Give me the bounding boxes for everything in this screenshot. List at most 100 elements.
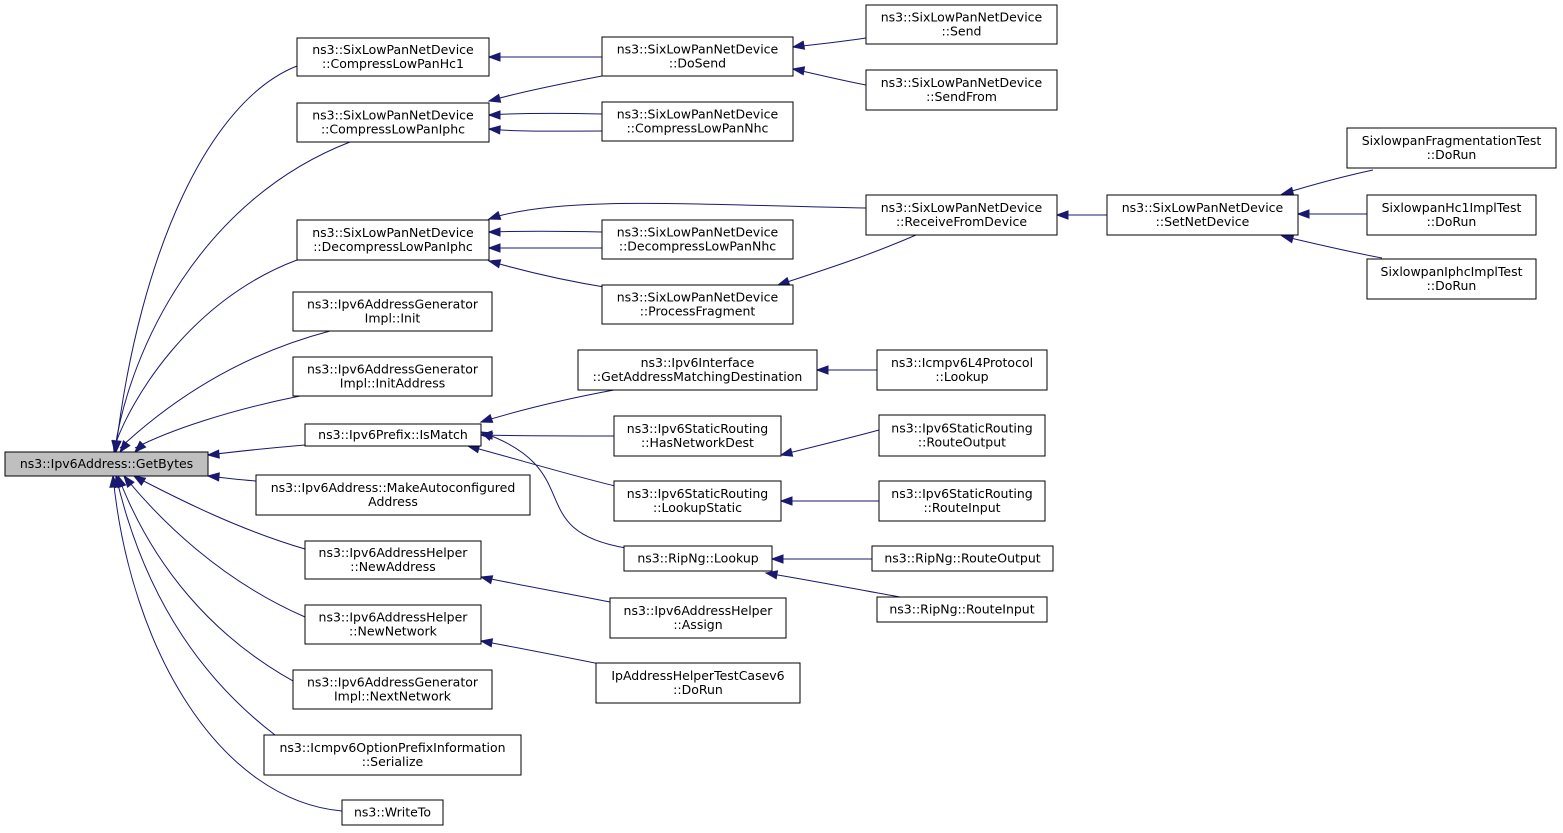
call-edge bbox=[133, 475, 306, 550]
node-box bbox=[613, 415, 782, 457]
node-dec-nhc[interactable]: ns3::SixLowPanNetDevice::DecompressLowPa… bbox=[601, 219, 794, 260]
node-label: ns3::Ipv6AddressGenerator bbox=[307, 675, 479, 690]
call-edge bbox=[488, 75, 603, 102]
arrowhead bbox=[1296, 209, 1310, 219]
node-label: ::GetAddressMatchingDestination bbox=[593, 369, 803, 384]
node-label: ns3::SixLowPanNetDevice bbox=[617, 225, 779, 240]
node-iphctest[interactable]: SixlowpanIphcImplTest::DoRun bbox=[1366, 258, 1537, 300]
node-routeinput-s[interactable]: ns3::Ipv6StaticRouting::RouteInput bbox=[878, 480, 1046, 522]
call-edge bbox=[1281, 235, 1383, 259]
call-edge bbox=[117, 475, 311, 691]
node-ripng-lookup[interactable]: ns3::RipNg::Lookup bbox=[623, 545, 773, 572]
call-edge bbox=[123, 475, 306, 618]
call-edge bbox=[1281, 169, 1374, 195]
node-getaddrmatch[interactable]: ns3::Ipv6Interface::GetAddressMatchingDe… bbox=[577, 349, 818, 391]
node-hasnetdest[interactable]: ns3::Ipv6StaticRouting::HasNetworkDest bbox=[613, 415, 782, 457]
node-sendfrom[interactable]: ns3::SixLowPanNetDevice::SendFrom bbox=[865, 69, 1058, 111]
node-box bbox=[871, 545, 1054, 572]
node-label: ::HasNetworkDest bbox=[641, 435, 754, 450]
arrowhead bbox=[112, 439, 122, 454]
call-edge bbox=[488, 128, 603, 132]
node-label: ns3::Icmpv6L4Protocol bbox=[891, 355, 1033, 370]
call-edge bbox=[115, 475, 276, 736]
node-box bbox=[878, 414, 1046, 457]
node-label: ns3::SixLowPanNetDevice bbox=[1122, 200, 1284, 215]
arrowhead bbox=[487, 259, 502, 269]
arrowhead bbox=[770, 554, 784, 564]
node-box bbox=[601, 284, 794, 325]
node-label: Impl::Init bbox=[365, 311, 421, 326]
node-label: ns3::Ipv6Address::GetBytes bbox=[20, 456, 193, 471]
arrowhead bbox=[133, 440, 147, 454]
node-box bbox=[595, 662, 801, 704]
node-setnetdev[interactable]: ns3::SixLowPanNetDevice::SetNetDevice bbox=[1106, 194, 1299, 236]
node-iphc[interactable]: ns3::SixLowPanNetDevice::CompressLowPanI… bbox=[296, 102, 490, 143]
node-icmp-lookup[interactable]: ns3::Icmpv6L4Protocol::Lookup bbox=[876, 349, 1048, 391]
call-edge bbox=[780, 429, 880, 456]
call-edge bbox=[115, 65, 298, 449]
node-label: ns3::SixLowPanNetDevice bbox=[881, 200, 1043, 215]
arrowhead bbox=[487, 125, 501, 135]
arrowhead bbox=[764, 570, 779, 580]
node-label: ns3::SixLowPanNetDevice bbox=[881, 10, 1043, 25]
arrowhead bbox=[487, 52, 501, 62]
node-recvdev[interactable]: ns3::SixLowPanNetDevice::ReceiveFromDevi… bbox=[865, 194, 1058, 236]
node-label: ::DoRun bbox=[1427, 214, 1477, 229]
call-edge bbox=[480, 576, 611, 603]
node-lookupstatic[interactable]: ns3::Ipv6StaticRouting::LookupStatic bbox=[613, 480, 782, 522]
node-label: ns3::Ipv6StaticRouting bbox=[891, 486, 1032, 501]
node-assign[interactable]: ns3::Ipv6AddressHelper::Assign bbox=[609, 597, 787, 639]
node-box bbox=[601, 36, 794, 77]
node-box bbox=[292, 356, 493, 397]
node-label: ns3::Ipv6Interface bbox=[641, 355, 755, 370]
node-box bbox=[296, 102, 490, 143]
arrowhead bbox=[815, 365, 829, 375]
node-label: ns3::Icmpv6OptionPrefixInformation bbox=[279, 740, 505, 755]
node-send[interactable]: ns3::SixLowPanNetDevice::Send bbox=[865, 4, 1058, 45]
node-label: ns3::RipNg::Lookup bbox=[637, 551, 758, 566]
arrowhead bbox=[487, 210, 502, 220]
node-routeoutput-s[interactable]: ns3::Ipv6StaticRouting::RouteOutput bbox=[878, 414, 1046, 457]
node-dec-iphc[interactable]: ns3::SixLowPanNetDevice::DecompressLowPa… bbox=[296, 219, 490, 261]
node-writeto[interactable]: ns3::WriteTo bbox=[341, 799, 444, 826]
node-box bbox=[1366, 258, 1537, 300]
node-label: Impl::InitAddress bbox=[340, 376, 445, 391]
node-agi-initaddr[interactable]: ns3::Ipv6AddressGeneratorImpl::InitAddre… bbox=[292, 356, 493, 397]
call-edge bbox=[488, 260, 611, 289]
nodes-layer: ns3::Ipv6Address::GetBytes ns3::SixLowPan… bbox=[4, 4, 1557, 826]
node-label: ns3::SixLowPanNetDevice bbox=[617, 42, 779, 57]
node-icmp-serialize[interactable]: ns3::Icmpv6OptionPrefixInformation::Seri… bbox=[263, 734, 522, 776]
node-newnet[interactable]: ns3::Ipv6AddressHelper::NewNetwork bbox=[304, 604, 482, 645]
node-box bbox=[296, 37, 490, 77]
call-edge bbox=[777, 234, 917, 286]
node-procfrag[interactable]: ns3::SixLowPanNetDevice::ProcessFragment bbox=[601, 284, 794, 325]
node-dosend[interactable]: ns3::SixLowPanNetDevice::DoSend bbox=[601, 36, 794, 77]
call-edge bbox=[480, 640, 601, 665]
node-nhc[interactable]: ns3::SixLowPanNetDevice::CompressLowPanN… bbox=[601, 101, 794, 142]
node-label: ns3::Ipv6Address::MakeAutoconfigured bbox=[271, 480, 516, 495]
node-agi-next[interactable]: ns3::Ipv6AddressGeneratorImpl::NextNetwo… bbox=[292, 669, 493, 710]
node-ipaddrtest[interactable]: IpAddressHelperTestCasev6::DoRun bbox=[595, 662, 801, 704]
node-label: ::DoRun bbox=[1427, 147, 1477, 162]
node-newaddr[interactable]: ns3::Ipv6AddressHelper::NewAddress bbox=[304, 540, 482, 580]
node-label: ::RouteInput bbox=[923, 500, 1000, 515]
arrowhead bbox=[119, 439, 131, 454]
node-label: ::ReceiveFromDevice bbox=[896, 214, 1027, 229]
node-hc1[interactable]: ns3::SixLowPanNetDevice::CompressLowPanH… bbox=[296, 37, 490, 77]
node-fragtest[interactable]: SixlowpanFragmentationTest::DoRun bbox=[1346, 127, 1557, 169]
node-ismatch[interactable]: ns3::Ipv6Prefix::IsMatch bbox=[304, 423, 482, 447]
node-getbytes[interactable]: ns3::Ipv6Address::GetBytes bbox=[4, 451, 209, 477]
call-edge bbox=[114, 141, 351, 449]
node-ripng-in[interactable]: ns3::RipNg::RouteInput bbox=[876, 596, 1048, 623]
node-label: ns3::RipNg::RouteInput bbox=[889, 602, 1034, 617]
node-hc1test[interactable]: SixlowpanHc1ImplTest::DoRun bbox=[1366, 194, 1537, 236]
node-label: ::Lookup bbox=[935, 369, 988, 384]
node-label: ::NewNetwork bbox=[349, 624, 438, 639]
node-label: ::SetNetDevice bbox=[1156, 214, 1250, 229]
node-autoconf[interactable]: ns3::Ipv6Address::MakeAutoconfiguredAddr… bbox=[255, 474, 531, 516]
node-ripng-out[interactable]: ns3::RipNg::RouteOutput bbox=[871, 545, 1054, 572]
node-box bbox=[865, 4, 1058, 45]
node-label: ns3::SixLowPanNetDevice bbox=[881, 75, 1043, 90]
node-box bbox=[577, 349, 818, 391]
